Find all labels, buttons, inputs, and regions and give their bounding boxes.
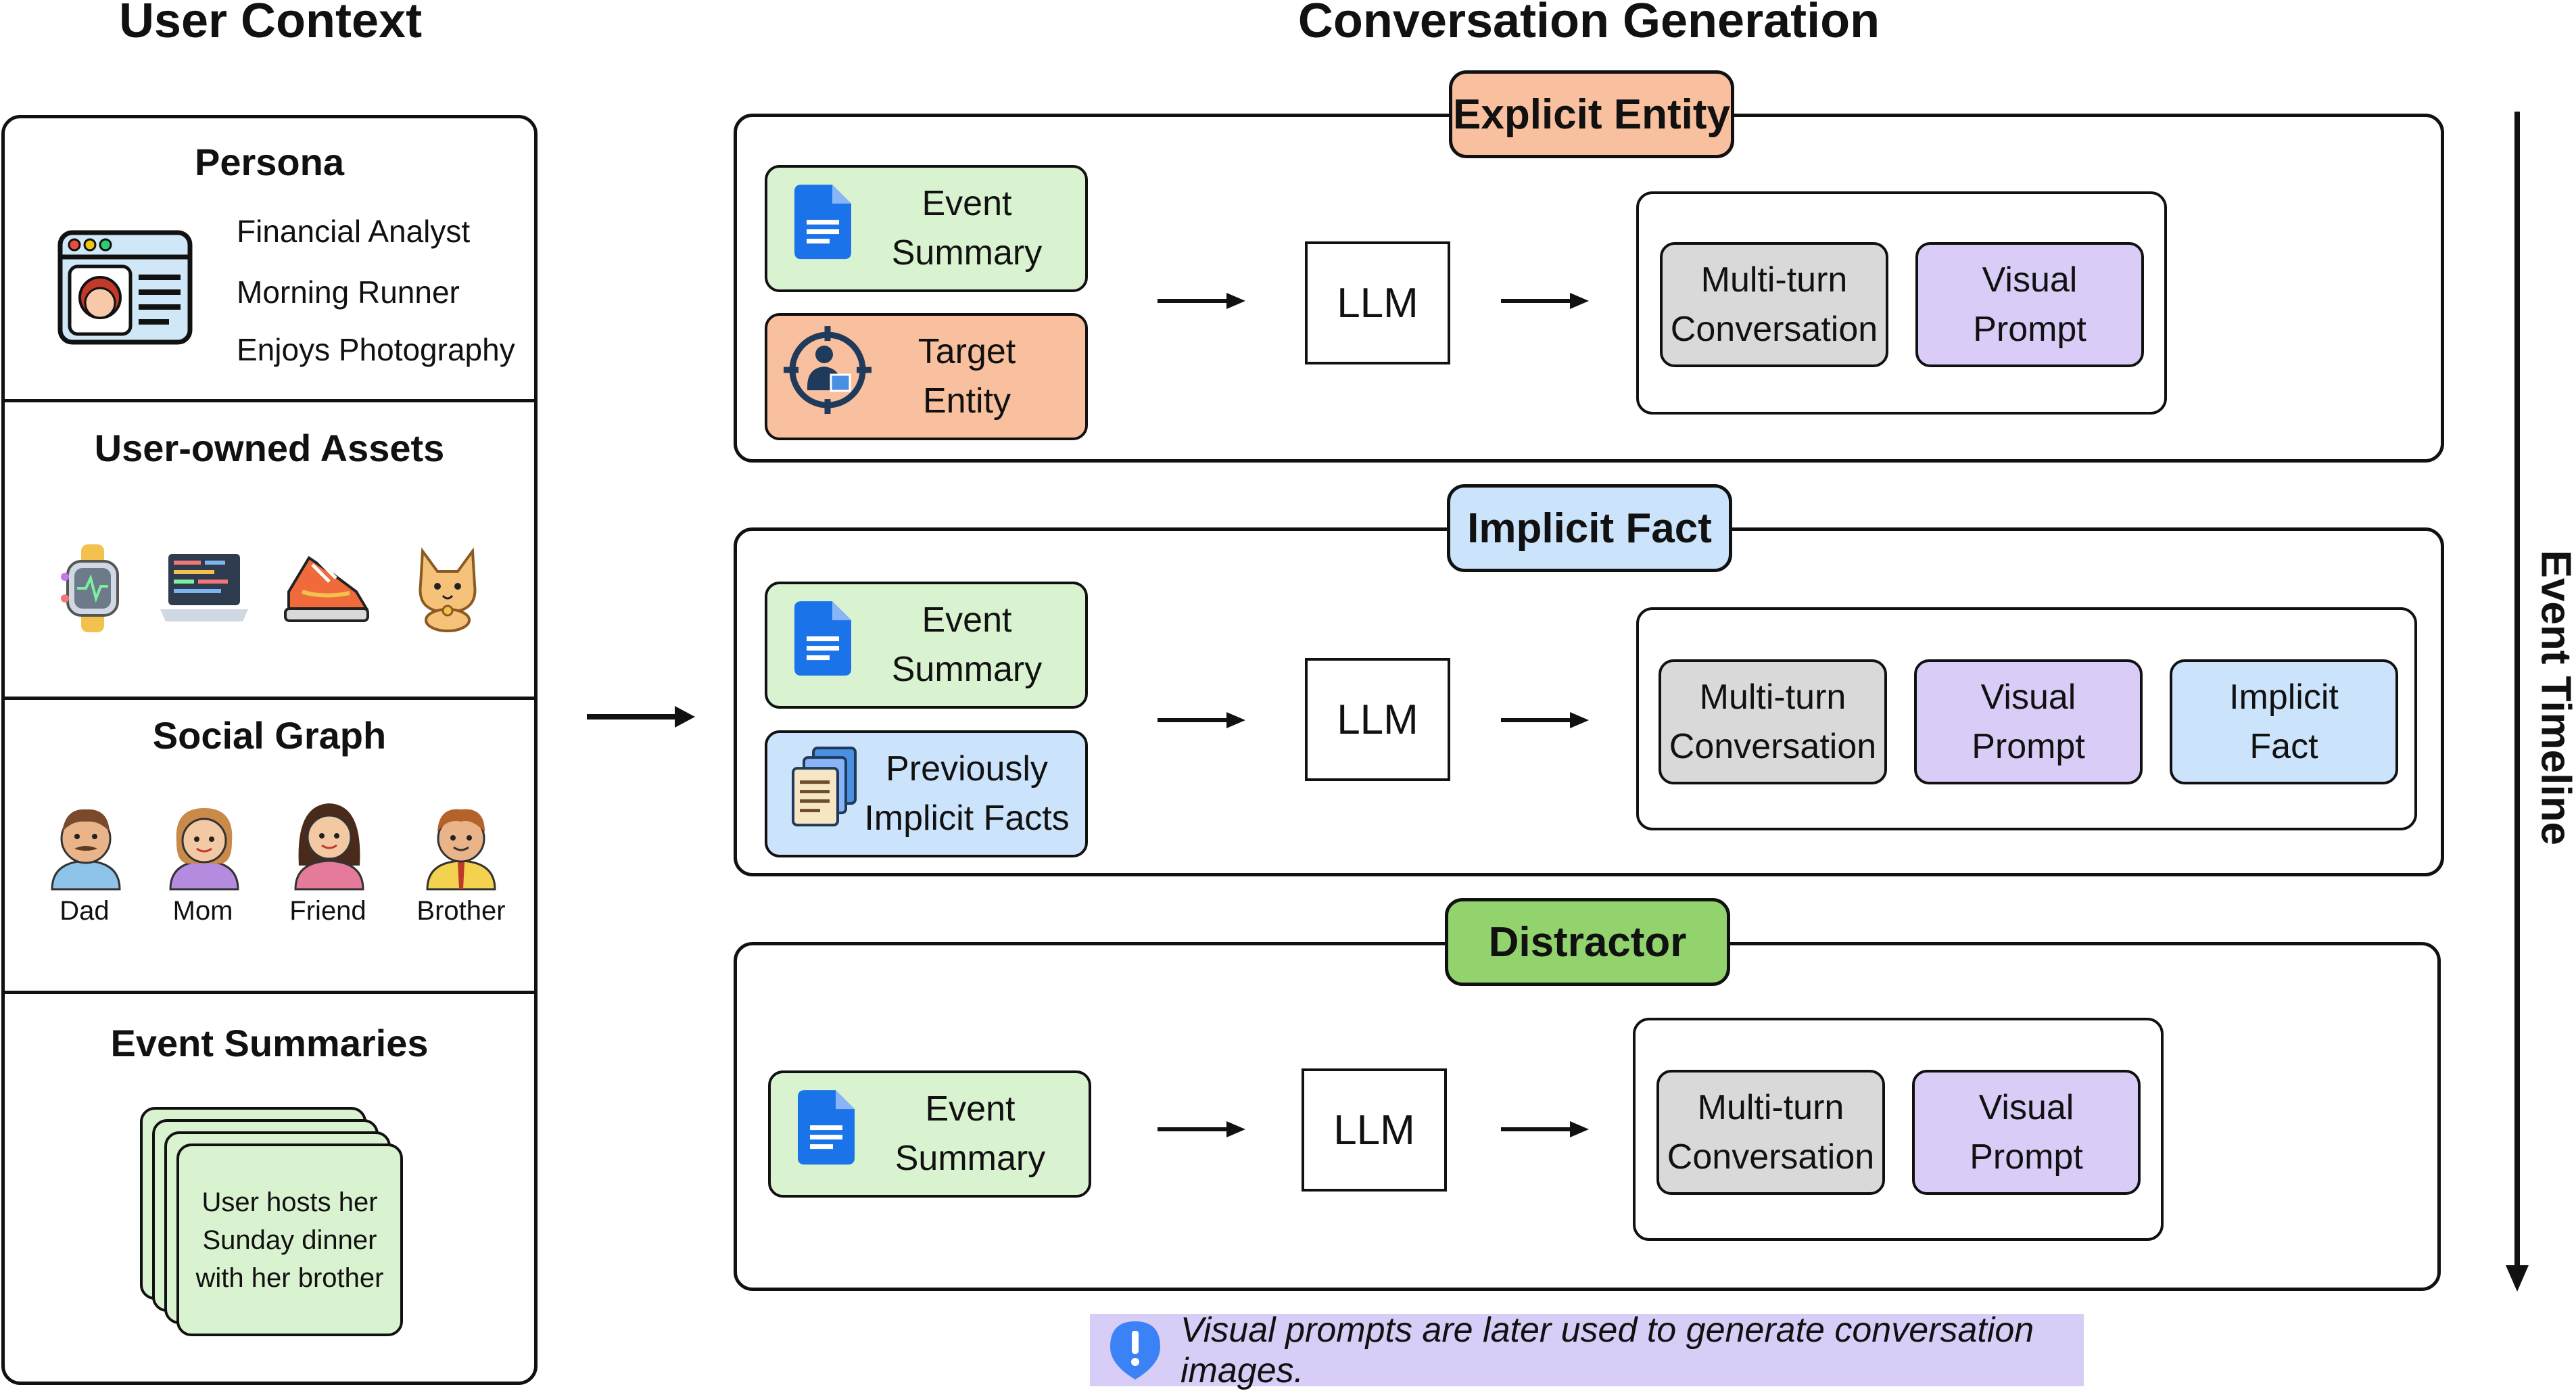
assets-divider (5, 697, 534, 700)
s1-arrow-out (1501, 291, 1589, 314)
s1-target-entity-label: Target Entity (918, 327, 1016, 426)
visual-prompts-note: Visual prompts are later used to generat… (1090, 1314, 2084, 1386)
member-label-friend: Friend (260, 896, 396, 926)
s2-output-multi-turn-label: Multi-turn Conversation (1669, 673, 1876, 772)
note-text: Visual prompts are later used to generat… (1180, 1310, 2084, 1391)
user-context-panel: Persona Financial Analyst Morning Runner… (1, 115, 538, 1385)
s2-output-visual-prompt: Visual Prompt (1914, 659, 2143, 784)
explicit-entity-tag: Explicit Entity (1449, 70, 1734, 158)
s3-output-multi-turn-conversation: Multi-turn Conversation (1656, 1070, 1885, 1195)
friend-avatar-icon (292, 798, 366, 893)
persona-title: Persona (5, 140, 534, 184)
s2-previously-implicit-facts-card: Previously Implicit Facts (765, 730, 1088, 857)
s2-event-summary-card: Event Summary (765, 582, 1088, 709)
distractor-tag: Distractor (1445, 898, 1730, 986)
assets-title: User-owned Assets (5, 426, 534, 470)
s2-output-implicit-fact-label: Implicit Fact (2229, 673, 2339, 772)
context-to-generation-arrow (587, 703, 695, 734)
cat-icon (410, 544, 485, 636)
s1-arrow-in (1158, 291, 1245, 314)
s3-output-visual-prompt-label: Visual Prompt (1970, 1083, 2083, 1182)
s2-output-implicit-fact: Implicit Fact (2170, 659, 2398, 784)
s2-arrow-in (1158, 710, 1245, 734)
s2-output-visual-prompt-label: Visual Prompt (1972, 673, 2085, 772)
s1-output-multi-turn-label: Multi-turn Conversation (1671, 256, 1878, 354)
s3-event-summary-card: Event Summary (768, 1070, 1091, 1198)
s1-output-visual-prompt-label: Visual Prompt (1973, 256, 2086, 354)
implicit-fact-tag: Implicit Fact (1447, 484, 1732, 572)
s1-llm-box: LLM (1305, 241, 1450, 364)
event-summary-text: User hosts her Sunday dinner with her br… (196, 1183, 384, 1297)
social-graph-divider (5, 991, 534, 994)
member-label-mom: Mom (135, 896, 270, 926)
mom-avatar-icon (167, 801, 241, 893)
s3-arrow-in (1158, 1119, 1245, 1143)
event-summary-card: User hosts her Sunday dinner with her br… (176, 1144, 403, 1336)
event-timeline-label: Event Timeline (2532, 550, 2576, 834)
laptop-icon (160, 551, 248, 629)
persona-profile-icon (57, 230, 193, 348)
s1-output-visual-prompt: Visual Prompt (1915, 242, 2144, 367)
social-graph-title: Social Graph (5, 713, 534, 757)
persona-line-2: Morning Runner (237, 274, 460, 310)
event-timeline-arrow (2500, 112, 2534, 1298)
document-icon (794, 185, 851, 273)
s3-output-visual-prompt: Visual Prompt (1912, 1070, 2141, 1195)
document-icon (794, 601, 851, 689)
s2-previously-implicit-facts-label: Previously Implicit Facts (864, 745, 1069, 843)
conversation-generation-header: Conversation Generation (1149, 0, 2028, 49)
target-icon (784, 326, 872, 427)
s1-output-multi-turn-conversation: Multi-turn Conversation (1660, 242, 1888, 367)
member-label-brother: Brother (393, 896, 529, 926)
persona-divider (5, 399, 534, 402)
s2-llm-box: LLM (1305, 658, 1450, 781)
s3-arrow-out (1501, 1119, 1589, 1143)
s2-event-summary-label: Event Summary (892, 596, 1042, 694)
smartwatch-icon (62, 544, 123, 636)
s1-event-summary-card: Event Summary (765, 165, 1088, 292)
documents-stack-icon (790, 747, 858, 841)
s3-event-summary-label: Event Summary (895, 1085, 1045, 1183)
document-icon (798, 1090, 855, 1178)
persona-line-1: Financial Analyst (237, 213, 470, 250)
brother-avatar-icon (424, 801, 498, 893)
user-context-header: User Context (0, 0, 541, 49)
persona-line-3: Enjoys Photography (237, 331, 515, 368)
s3-output-multi-turn-label: Multi-turn Conversation (1667, 1083, 1874, 1182)
s1-target-entity-card: Target Entity (765, 313, 1088, 440)
s3-llm-box: LLM (1302, 1068, 1447, 1192)
event-summaries-title: Event Summaries (5, 1021, 534, 1065)
s2-arrow-out (1501, 710, 1589, 734)
dad-avatar-icon (49, 801, 123, 893)
sneaker-icon (282, 544, 370, 636)
member-label-dad: Dad (17, 896, 152, 926)
s1-event-summary-label: Event Summary (892, 179, 1042, 278)
s2-output-multi-turn-conversation: Multi-turn Conversation (1659, 659, 1887, 784)
info-icon (1109, 1320, 1162, 1381)
